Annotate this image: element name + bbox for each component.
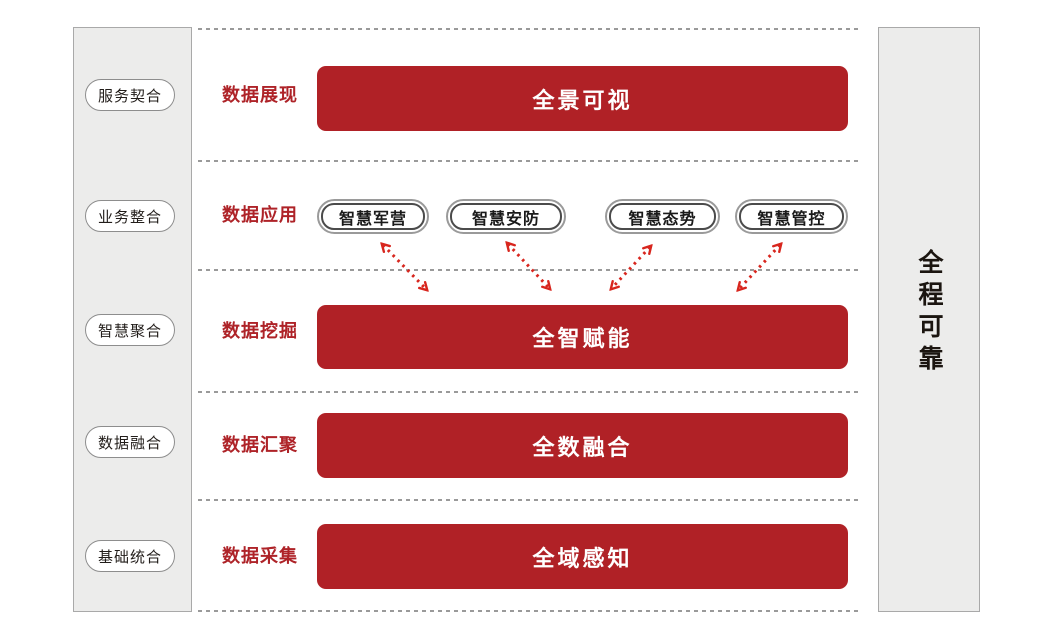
left-pill-wisdom-aggregation: 智慧聚合	[85, 314, 175, 346]
left-pill-data-fusion: 数据融合	[85, 426, 175, 458]
flow-arrow	[739, 245, 780, 289]
flow-arrow	[508, 244, 549, 288]
app-pill-smart-control: 智慧管控	[735, 199, 848, 234]
row-label-data-convergence: 数据汇聚	[222, 435, 298, 455]
dotted-divider	[198, 269, 858, 271]
row-label-data-mining: 数据挖掘	[222, 321, 298, 341]
right-sidebar: 全程可靠	[878, 27, 980, 612]
dotted-divider	[198, 499, 858, 501]
app-pill-label: 智慧军营	[321, 203, 425, 230]
left-pill-service-fit: 服务契合	[85, 79, 175, 111]
flow-arrow	[612, 247, 650, 288]
row-label-data-display: 数据展现	[222, 85, 298, 105]
app-pill-smart-situation: 智慧态势	[605, 199, 720, 234]
left-pill-basic-unification: 基础统合	[85, 540, 175, 572]
left-pill-business-integration: 业务整合	[85, 200, 175, 232]
app-pill-label: 智慧安防	[450, 203, 562, 230]
dotted-divider	[198, 160, 858, 162]
flow-arrow	[383, 245, 426, 289]
dotted-divider	[198, 610, 858, 612]
row-label-data-collection: 数据采集	[222, 546, 298, 566]
dotted-divider	[198, 28, 858, 30]
app-pill-smart-barracks: 智慧军营	[317, 199, 429, 234]
bar-全域感知-perception: 全域感知	[317, 524, 848, 589]
app-pill-label: 智慧态势	[609, 203, 716, 230]
row-label-data-application: 数据应用	[222, 205, 298, 225]
right-sidebar-label: 全程可靠	[915, 248, 943, 377]
app-pill-label: 智慧管控	[739, 203, 844, 230]
dotted-divider	[198, 391, 858, 393]
bar-full-intelligence: 全智赋能	[317, 305, 848, 369]
bar-full-data-fusion: 全数融合	[317, 413, 848, 478]
bar-panorama-visible: 全景可视	[317, 66, 848, 131]
app-pill-smart-security: 智慧安防	[446, 199, 566, 234]
